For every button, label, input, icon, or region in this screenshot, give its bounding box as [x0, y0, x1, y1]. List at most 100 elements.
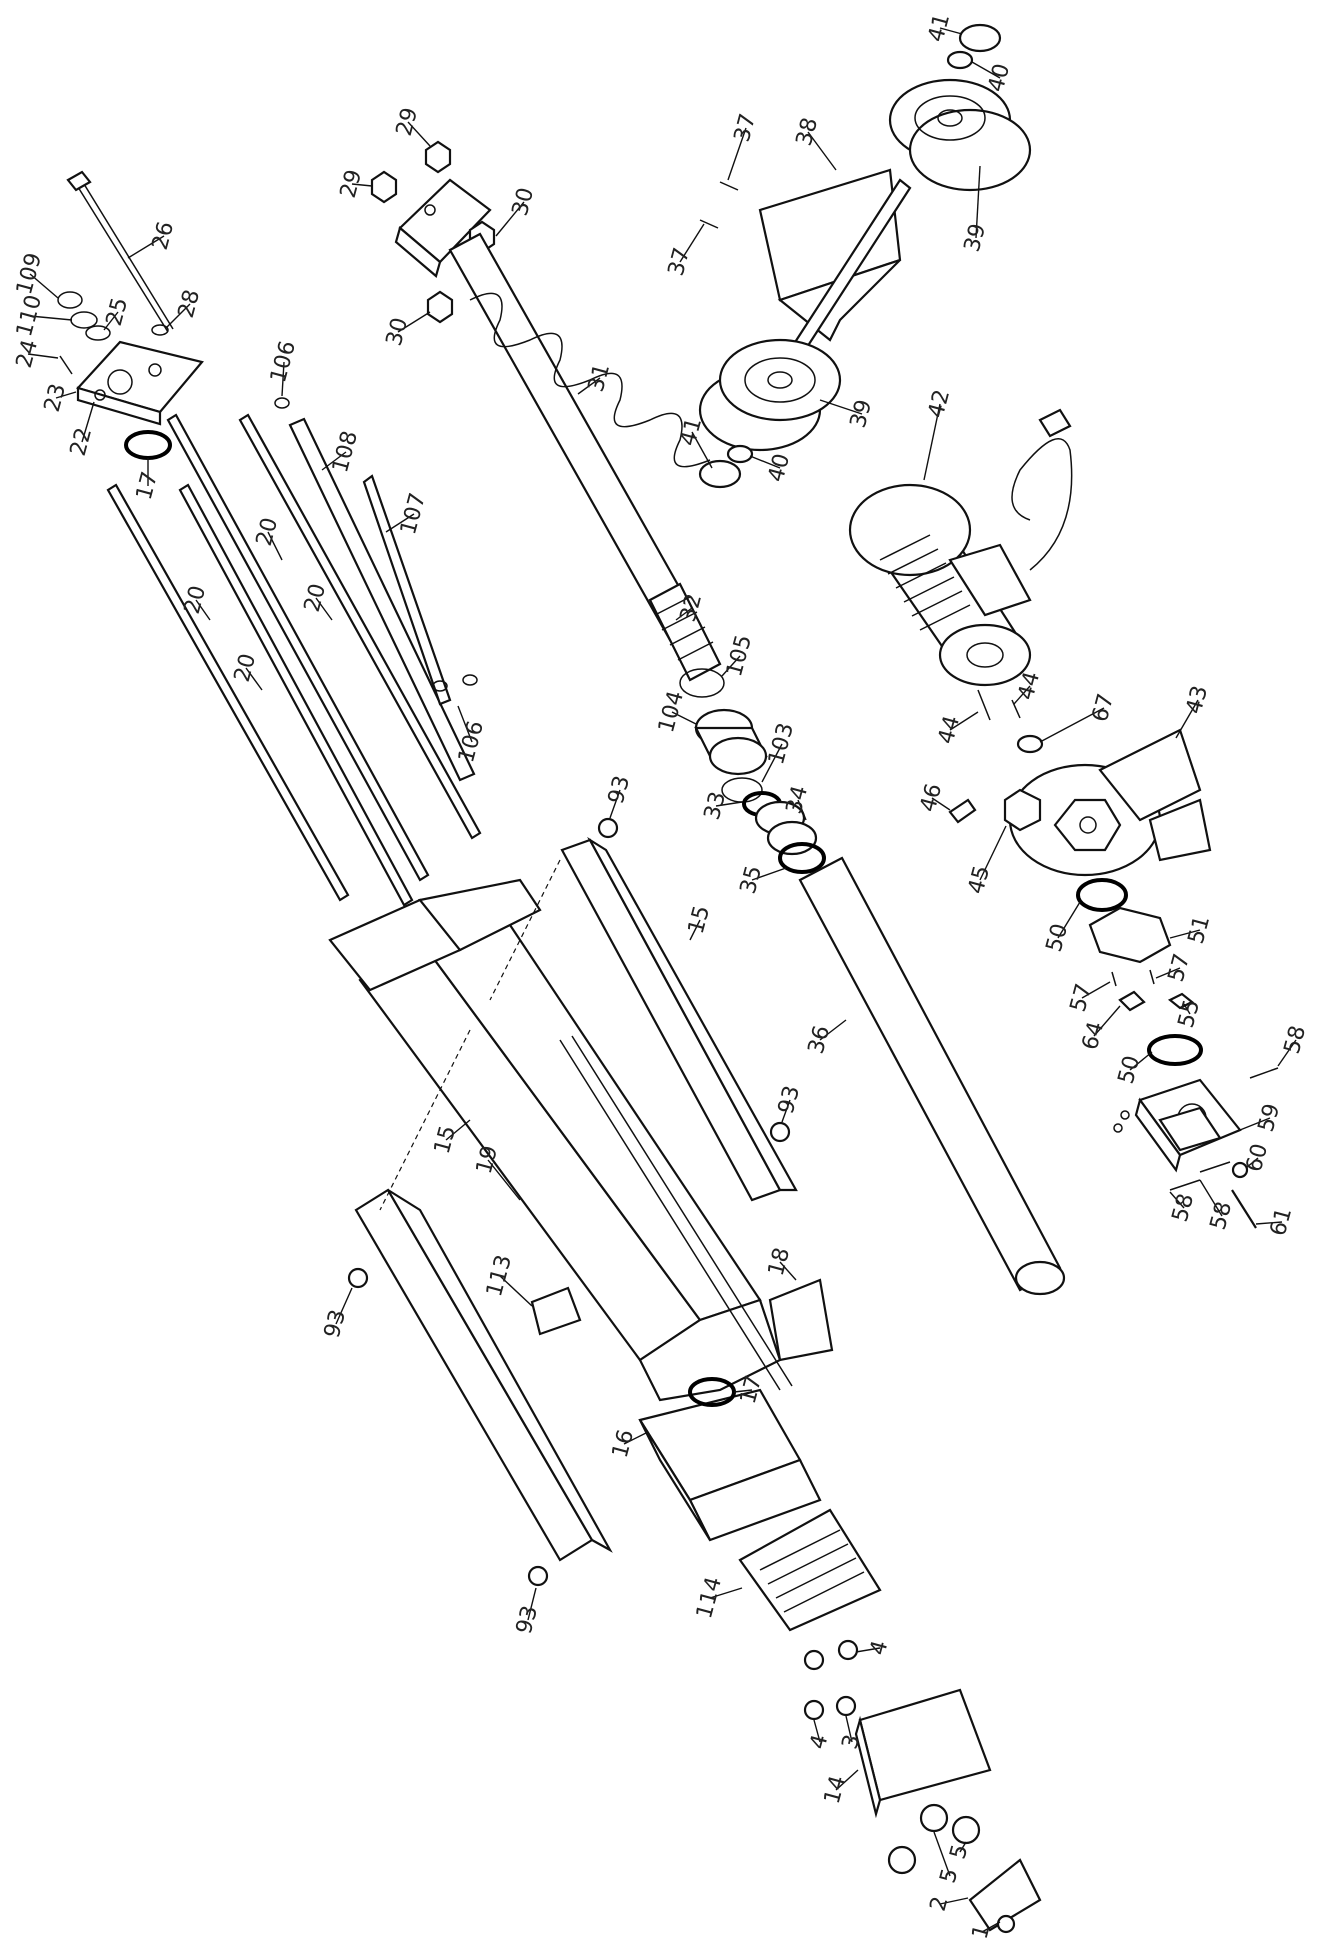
leader-line-c23 — [55, 391, 77, 399]
callout-c58c: 58 — [1206, 1199, 1237, 1233]
callout-c37a: 37 — [730, 111, 761, 145]
leader-line-c15b — [689, 919, 701, 941]
callout-c57b: 57 — [1164, 951, 1195, 985]
part-end-plate — [75, 340, 204, 426]
washer-56-top — [1120, 1110, 1130, 1120]
axle-bracket-38 — [758, 168, 912, 360]
leader-line-c64 — [1093, 1005, 1121, 1037]
leader-line-c2 — [939, 1897, 969, 1905]
callout-c61: 61 — [1266, 1205, 1297, 1239]
leader-line-c104 — [671, 711, 697, 725]
screw-24 — [59, 355, 73, 375]
bolt-93-right — [769, 1121, 791, 1143]
seal-67 — [1016, 734, 1044, 754]
leader-line-c29b — [407, 121, 431, 147]
key-44-right — [1011, 699, 1021, 719]
leader-line-c39b — [819, 399, 863, 415]
leader-line-c58a — [1277, 1039, 1297, 1067]
leader-line-c32 — [675, 607, 693, 621]
wheel-39-top — [888, 78, 1032, 192]
callout-c31: 31 — [584, 361, 615, 395]
cover-2 — [968, 1858, 1042, 1932]
bolt-93-bottom — [527, 1565, 549, 1587]
leader-line-c19 — [487, 1159, 521, 1201]
leader-line-c109 — [29, 273, 59, 299]
part-18 — [768, 1278, 834, 1362]
leader-line-c93b — [781, 1099, 791, 1123]
nut-29-right — [424, 140, 452, 174]
callout-c58a: 58 — [1280, 1023, 1311, 1057]
leader-line-c105 — [721, 655, 741, 677]
callout-c37b: 37 — [664, 245, 695, 279]
callout-c103: 103 — [764, 720, 799, 767]
callout-c34: 34 — [782, 783, 813, 817]
motor-42 — [848, 408, 1073, 687]
nut-30-left — [426, 290, 454, 324]
leader-line-c57a — [1081, 981, 1111, 999]
cylinder-36 — [798, 856, 1066, 1296]
gear-pump-59 — [1134, 1078, 1242, 1173]
leader-line-c20d — [315, 597, 333, 621]
bolt-4-left — [803, 1699, 825, 1721]
callout-c39b: 39 — [846, 397, 877, 431]
callout-c28: 28 — [174, 287, 205, 321]
leader-line-c4b — [855, 1647, 881, 1653]
callout-c23: 23 — [40, 381, 71, 415]
leader-line-c3 — [845, 1715, 853, 1743]
callout-c24: 24 — [12, 337, 43, 371]
leader-line-c57b — [1155, 967, 1181, 979]
leader-line-c30b — [397, 311, 431, 333]
leader-line-c110 — [29, 315, 73, 321]
o-ring-50-bottom — [1147, 1034, 1203, 1066]
plate-113 — [530, 1286, 582, 1336]
leader-line-c44a — [949, 711, 979, 731]
leader-line-c30a — [495, 201, 525, 237]
leader-line-c1 — [981, 1921, 1001, 1933]
leader-line-c67 — [1039, 707, 1105, 743]
bushing-104 — [694, 708, 768, 776]
leader-line-c5a — [933, 1831, 951, 1877]
callout-c108: 108 — [328, 428, 363, 475]
callout-c40b: 40 — [764, 451, 795, 485]
callout-c110: 110 — [12, 292, 47, 339]
bolt-4-upper — [803, 1649, 825, 1671]
rod-108 — [288, 417, 476, 782]
leader-line-c17b — [733, 1389, 753, 1393]
callout-c16: 16 — [608, 1427, 639, 1461]
callout-c29a: 29 — [336, 167, 367, 201]
callout-c93b: 93 — [774, 1083, 805, 1117]
callout-c93d: 93 — [512, 1603, 543, 1637]
leader-line-c5b — [959, 1841, 967, 1853]
rail-15-upper — [560, 836, 798, 1202]
callout-c36: 36 — [804, 1023, 835, 1057]
callout-c106a: 106 — [266, 338, 301, 385]
leader-line-c43 — [1175, 699, 1199, 739]
callout-c105: 105 — [722, 632, 757, 679]
tie-rods — [106, 413, 482, 907]
leader-line-c114 — [709, 1587, 743, 1599]
callout-c35: 35 — [736, 863, 767, 897]
bolt-93-left — [347, 1267, 369, 1289]
key-44-left — [977, 689, 991, 721]
leader-line-c93a — [609, 789, 621, 819]
leader-line-c107 — [385, 513, 415, 533]
screw-block — [394, 178, 492, 278]
callout-c22: 22 — [66, 425, 97, 459]
leader-line-c41a — [939, 27, 963, 35]
callout-c45: 45 — [964, 863, 995, 897]
leader-line-c20b — [267, 531, 283, 561]
pin-57-right — [1149, 969, 1155, 985]
bolt-46 — [948, 798, 977, 824]
leader-line-c31 — [577, 377, 601, 395]
leader-line-c44b — [1013, 685, 1031, 705]
callout-c58b: 58 — [1168, 1191, 1199, 1225]
callout-c114: 114 — [692, 1574, 727, 1621]
callout-c33: 33 — [700, 789, 731, 823]
valve-64 — [1118, 990, 1146, 1012]
main-beam-19 — [328, 878, 782, 1402]
leader-line-c37a — [727, 127, 747, 181]
plate-51 — [1088, 906, 1172, 964]
strip-107 — [362, 474, 452, 706]
